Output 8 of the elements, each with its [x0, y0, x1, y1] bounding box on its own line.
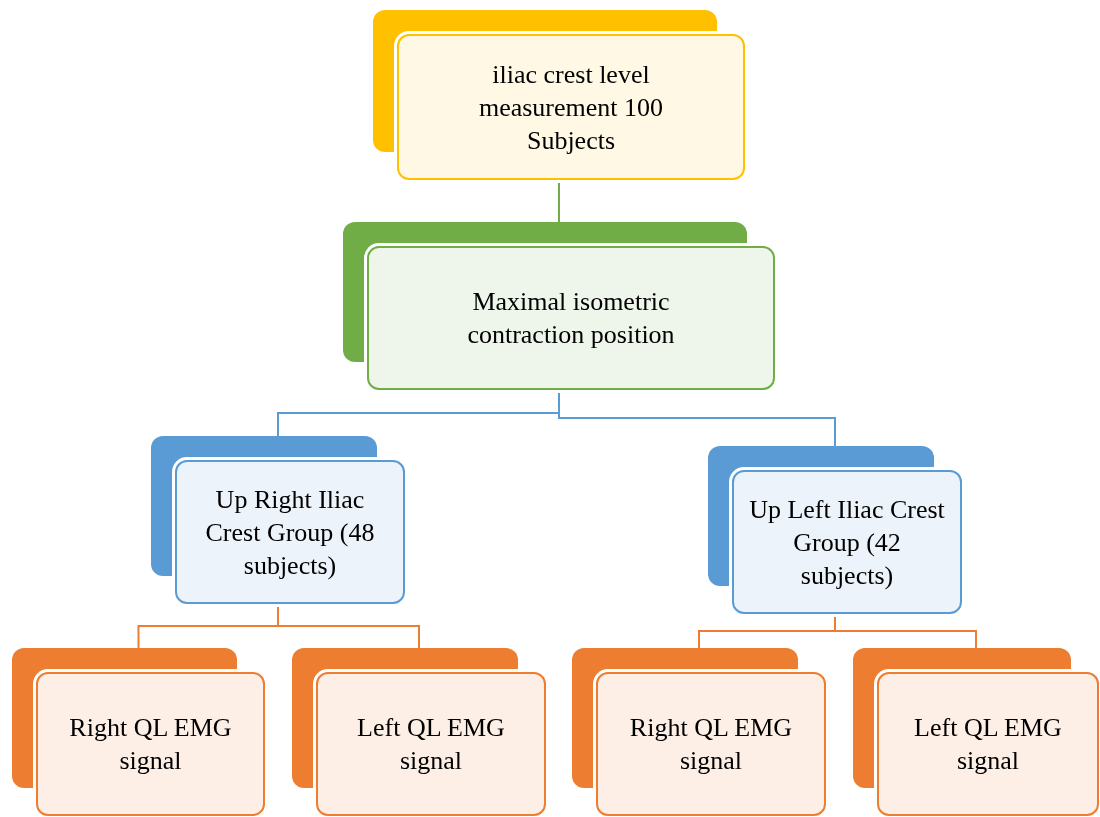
box-text: Up Right Iliac Crest Group (48 subjects)	[204, 483, 376, 582]
box-text: Maximal isometric contraction position	[466, 286, 676, 351]
box-text: Left QL EMG signal	[356, 712, 506, 777]
box-text: Right QL EMG signal	[628, 712, 794, 777]
box-text: Left QL EMG signal	[913, 712, 1063, 777]
box-text: iliac crest level measurement 100 Subjects	[477, 58, 665, 157]
box-text: Right QL EMG signal	[68, 712, 233, 777]
box-text: Up Left Iliac Crest Group (42 subjects)	[748, 493, 946, 592]
